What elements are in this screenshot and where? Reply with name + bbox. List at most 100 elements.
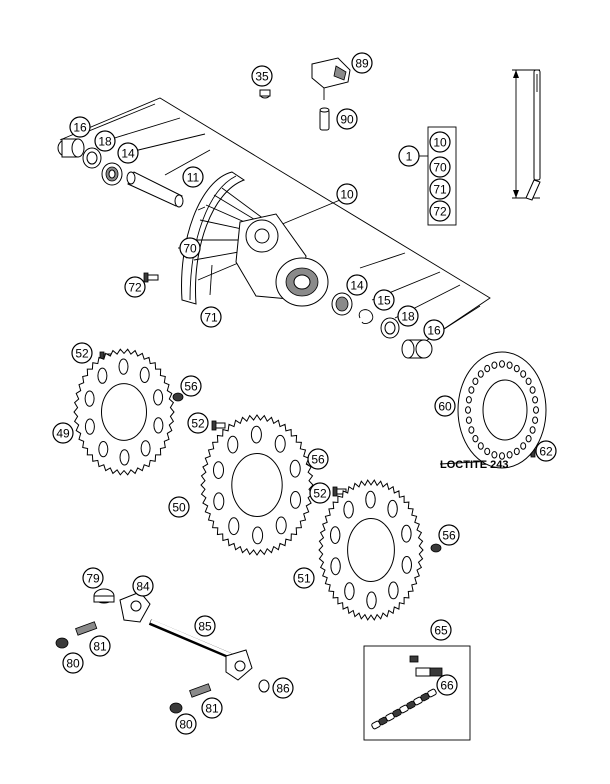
part-79-nut <box>93 588 115 604</box>
callout-14: 14 <box>346 274 368 296</box>
callout-number: 35 <box>255 70 269 84</box>
disc-vent-hole <box>525 377 532 385</box>
sprocket-lightening-hole <box>250 425 262 444</box>
callout-circle <box>373 289 395 311</box>
sprocket-lightening-hole <box>401 524 412 543</box>
callout-79: 79 <box>82 567 104 589</box>
chain-link <box>427 688 437 698</box>
callout-circle <box>187 412 209 434</box>
callout-circle <box>438 524 460 546</box>
callout-56: 56 <box>180 375 202 397</box>
callout-number: 1 <box>406 150 413 164</box>
callout-circle <box>89 635 111 657</box>
callout-circle <box>201 697 223 719</box>
callout-number: 84 <box>136 580 150 594</box>
callout-number: 10 <box>340 188 354 202</box>
callout-number: 56 <box>184 380 198 394</box>
sprocket-lightening-hole <box>252 526 264 545</box>
callout-number: 65 <box>434 624 448 638</box>
callout-71: 71 <box>200 306 222 328</box>
callout-14: 14 <box>117 142 139 164</box>
callout-labels: 3589901618141110707271141518161107071725… <box>52 52 557 735</box>
callout-number: 81 <box>93 640 107 654</box>
part-60-brake-disc <box>457 351 547 469</box>
disc-vent-hole <box>465 416 472 424</box>
callout-circle <box>351 52 373 74</box>
sprocket-lightening-hole <box>98 441 109 458</box>
callout-90: 90 <box>336 108 358 130</box>
callout-72: 72 <box>124 276 146 298</box>
callout-50: 50 <box>168 496 190 518</box>
callout-number: 85 <box>198 620 212 634</box>
callout-81: 81 <box>201 697 223 719</box>
disc-vent-hole <box>484 364 491 373</box>
callout-number: 56 <box>442 529 456 543</box>
callout-number: 79 <box>86 572 100 586</box>
part-72-spoke-nipple <box>143 272 159 283</box>
callout-16: 16 <box>69 116 91 138</box>
callout-number: 16 <box>427 324 441 338</box>
callout-52: 52 <box>71 342 93 364</box>
disc-vent-hole <box>472 435 479 443</box>
part-86-spacer <box>258 679 270 693</box>
callout-circle <box>132 575 154 597</box>
part-15-circlip <box>358 309 374 325</box>
disc-vent-hole <box>513 364 520 373</box>
sprocket-lightening-hole <box>344 582 355 601</box>
callout-16: 16 <box>423 319 445 341</box>
callout-circle <box>175 713 197 735</box>
part-11-spacer-tube <box>126 171 184 208</box>
callout-number: 14 <box>121 147 135 161</box>
part-89-valve-block <box>311 57 351 100</box>
sprocket-lightening-hole <box>153 417 164 434</box>
part-16-spacer-right <box>401 339 433 359</box>
part-51-sprocket <box>318 479 424 621</box>
sprocket-lightening-hole <box>119 449 130 466</box>
sprocket-lightening-hole <box>153 389 164 406</box>
callout-number: 52 <box>191 417 205 431</box>
callout-number: 62 <box>539 445 553 459</box>
disc-vent-hole <box>484 447 491 456</box>
sprocket-lightening-hole <box>139 366 150 383</box>
callout-number: 18 <box>98 135 112 149</box>
callout-52: 52 <box>187 412 209 434</box>
callout-52: 52 <box>309 482 331 504</box>
part-14-bearing-left <box>101 162 123 186</box>
sprocket-lightening-hole <box>365 490 376 509</box>
disc-vent-hole <box>532 396 539 404</box>
part-81-adjuster-bolt-b <box>189 683 212 698</box>
sprocket-lightening-hole <box>330 526 341 544</box>
sprocket-lightening-hole <box>290 491 301 509</box>
callout-circle <box>398 145 420 167</box>
nut-56-c <box>430 543 442 553</box>
disc-vent-hole <box>520 442 527 450</box>
disc-vent-hole <box>491 361 498 369</box>
part-14-bearing-right <box>331 292 353 316</box>
sprocket-lightening-hole <box>213 492 225 511</box>
callout-86: 86 <box>272 677 294 699</box>
callout-number: 80 <box>179 718 193 732</box>
sprocket-lightening-hole <box>274 434 286 453</box>
callout-number: 72 <box>128 281 142 295</box>
callout-circle <box>194 615 216 637</box>
sprocket-lightening-hole <box>366 591 377 610</box>
callout-number: 86 <box>276 682 290 696</box>
disc-vent-hole <box>468 386 475 394</box>
sprockets-group <box>73 348 424 621</box>
sprocket-lightening-hole <box>343 500 354 519</box>
callout-1: 1 <box>398 145 420 167</box>
callout-circle <box>179 237 201 259</box>
callout-71: 71 <box>429 178 451 200</box>
callout-number: 14 <box>350 279 364 293</box>
sprocket-lightening-hole <box>401 556 412 574</box>
screw-52-c <box>332 486 347 497</box>
callout-circle <box>168 496 190 518</box>
callout-circle <box>336 108 358 130</box>
sprocket-lightening-hole <box>213 461 224 480</box>
callout-circle <box>69 116 91 138</box>
sprocket-center-hole <box>101 383 147 441</box>
disc-vent-hole <box>491 451 498 459</box>
part-35-cap <box>259 89 271 99</box>
callout-circle <box>535 440 557 462</box>
callout-circle <box>423 319 445 341</box>
